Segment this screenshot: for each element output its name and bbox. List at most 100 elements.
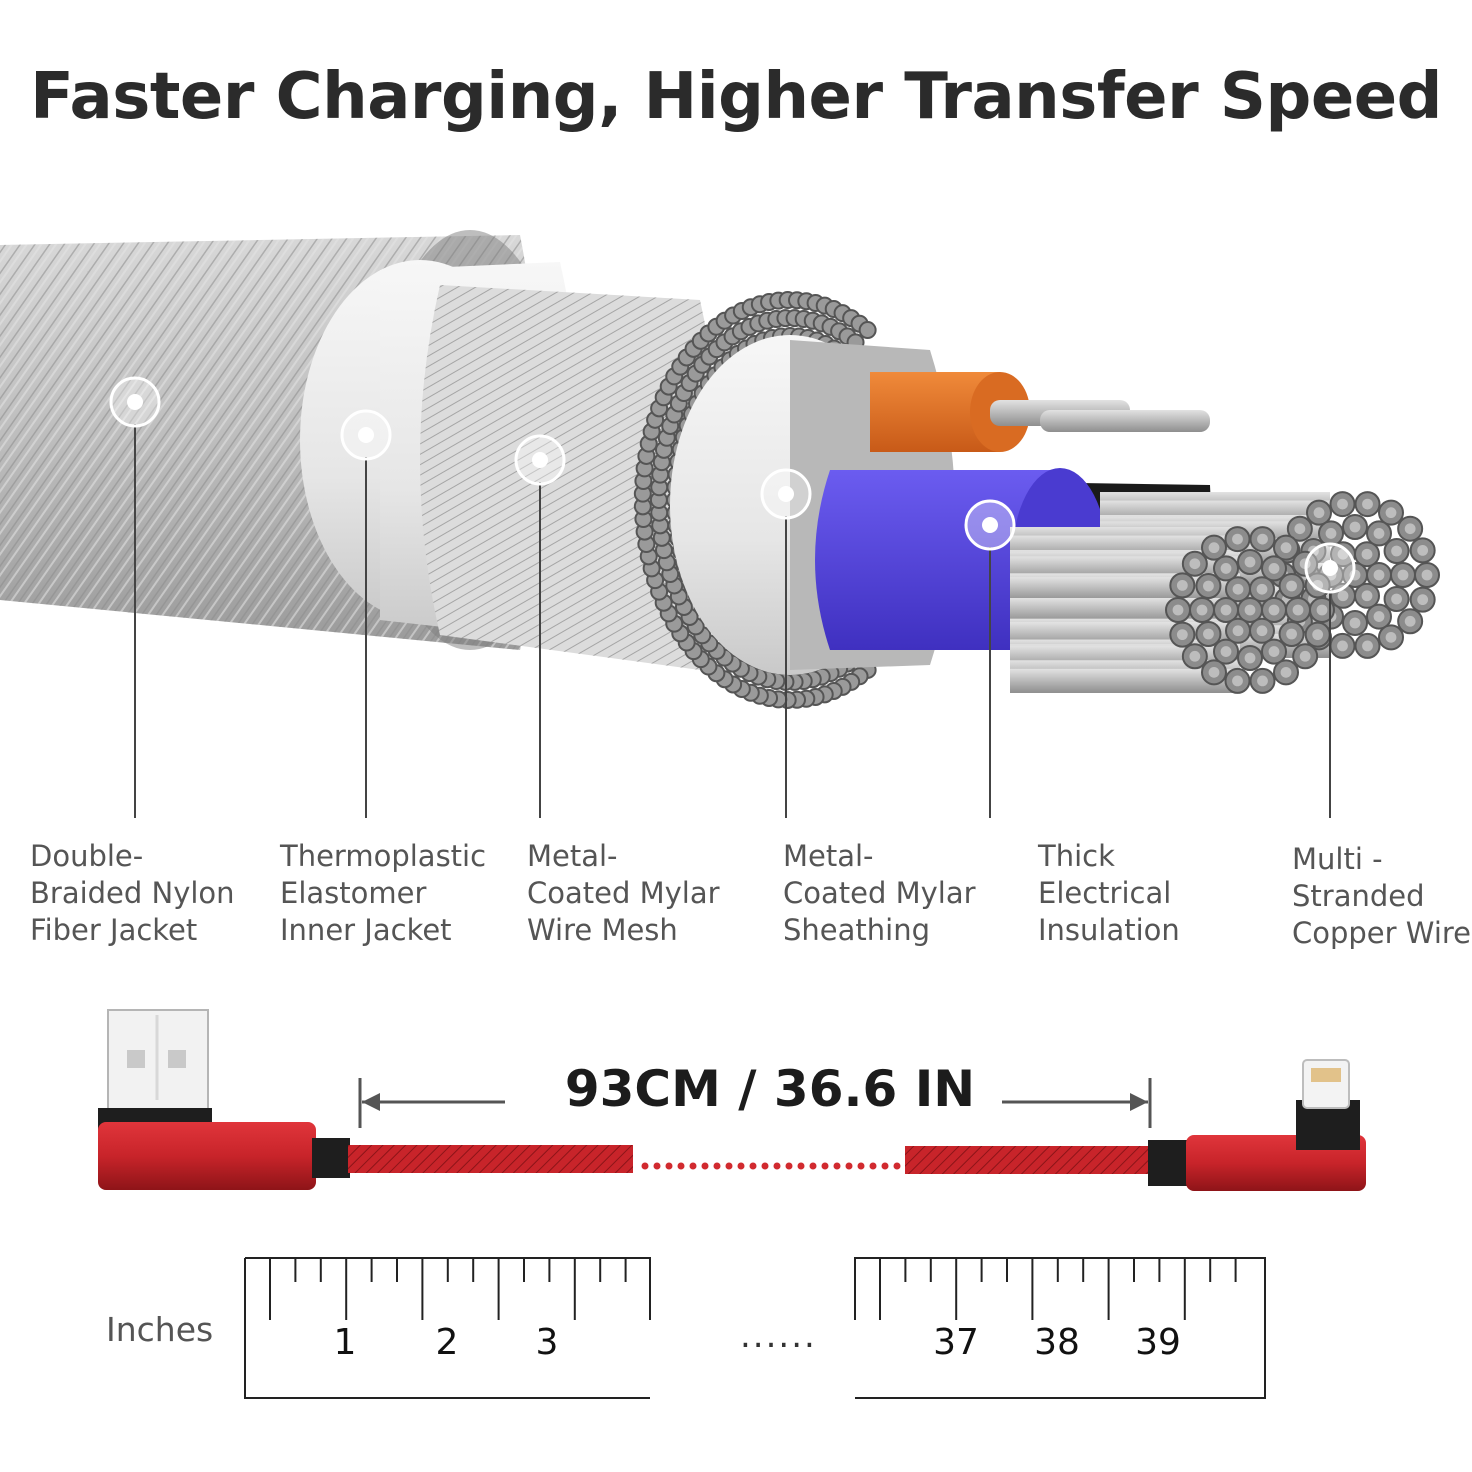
copper-strands (1010, 491, 1440, 694)
strand-core (1316, 604, 1328, 616)
ruler-number: 39 (1135, 1322, 1181, 1363)
strand-core (1196, 604, 1208, 616)
ruler-number: 3 (535, 1322, 559, 1363)
callout-marker-dot (1322, 560, 1338, 576)
cable-dot (665, 1162, 673, 1170)
orange-insulation (870, 372, 1210, 452)
callout-marker-dot (127, 394, 143, 410)
ruler-number: 2 (435, 1322, 459, 1363)
cable-dot (797, 1162, 805, 1170)
strand-core (1232, 583, 1244, 595)
strand-core (1325, 528, 1337, 539)
strand-core (1203, 580, 1214, 592)
cable-dot (881, 1162, 889, 1170)
lightning-connector (1148, 1059, 1366, 1191)
strand-core (1391, 593, 1402, 605)
strand-core (1362, 640, 1373, 652)
strand-core (1244, 604, 1256, 616)
strand-core (1176, 629, 1188, 641)
cable-dot (725, 1162, 733, 1170)
strand-core (1208, 542, 1220, 554)
cable-dot (713, 1162, 721, 1170)
strand-core (1220, 604, 1232, 616)
strand-core (1404, 615, 1416, 627)
mesh-strand (858, 321, 877, 340)
callout-marker-dot (778, 486, 794, 502)
cable-dot (641, 1162, 649, 1170)
strand-core (1294, 523, 1306, 535)
strand-core (1189, 650, 1201, 662)
strand-core (1244, 556, 1256, 568)
strand-core (1232, 625, 1244, 637)
callout-leaders (109, 376, 1356, 818)
ruler-left (244, 1257, 651, 1399)
strand-core (1385, 507, 1397, 519)
strand-core (1421, 569, 1433, 581)
strand-core (1256, 625, 1268, 637)
strand-core (1373, 528, 1385, 539)
cable-dot (809, 1162, 817, 1170)
strand-core (1232, 675, 1243, 687)
cable-dot (857, 1162, 865, 1170)
strand-core (1257, 533, 1268, 545)
cable-dot (869, 1162, 877, 1170)
length-arrow-right (1002, 1078, 1152, 1128)
ruler-number: 1 (333, 1322, 357, 1363)
ruler-number: 37 (933, 1322, 979, 1363)
strand-core (1417, 594, 1429, 606)
strand-core (1361, 590, 1373, 602)
strand-core (1313, 507, 1325, 519)
cable-dot (845, 1162, 853, 1170)
ruler-ellipsis: ...... (740, 1316, 817, 1356)
cable-length-label: 93CM / 36.6 IN (564, 1060, 976, 1118)
strand-core (1397, 569, 1409, 581)
strand-core (1373, 569, 1385, 581)
strand-core (1280, 666, 1292, 678)
strand-core (1172, 604, 1184, 616)
usb-connector (98, 1009, 350, 1190)
strand-core (1232, 533, 1243, 545)
cable-dot (821, 1162, 829, 1170)
strand-core (1385, 631, 1397, 643)
cable-dot (737, 1162, 745, 1170)
strand-core (1312, 629, 1324, 641)
length-arrow-left (358, 1078, 505, 1128)
strand-core (1256, 583, 1268, 595)
cable-dot (689, 1162, 697, 1170)
cable-dotted-gap (641, 1162, 901, 1170)
strand-core (1268, 604, 1280, 616)
strand-core (1337, 590, 1349, 602)
strand-core (1203, 628, 1214, 640)
strand-core (1417, 544, 1429, 556)
strand-core (1268, 646, 1280, 657)
callout-marker-dot (358, 427, 374, 443)
strand-core (1349, 521, 1361, 533)
cable-braid-right (905, 1146, 1150, 1174)
strand-core (1292, 604, 1304, 616)
strand-core (1176, 579, 1188, 591)
strand-core (1337, 640, 1348, 652)
strand-core (1244, 652, 1256, 664)
cable-dot (761, 1162, 769, 1170)
ruler-number: 38 (1034, 1322, 1080, 1363)
callout-marker-dot (532, 452, 548, 468)
cable-dot (785, 1162, 793, 1170)
strand-core (1189, 558, 1201, 570)
strand-core (1404, 523, 1416, 535)
callout-marker-dot (982, 517, 998, 533)
strand-core (1208, 666, 1220, 678)
strand-core (1391, 545, 1402, 557)
cable-dot (833, 1162, 841, 1170)
cable-dot (773, 1162, 781, 1170)
ruler-right (854, 1257, 1266, 1399)
strand-core (1337, 498, 1348, 510)
cable-dot (749, 1162, 757, 1170)
strand-core (1286, 580, 1297, 592)
cable-dot (653, 1162, 661, 1170)
strand-core (1349, 617, 1361, 629)
